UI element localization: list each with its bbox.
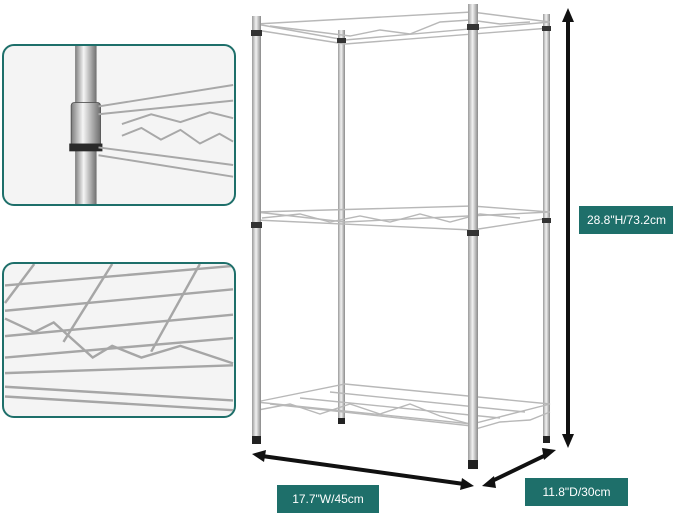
back-right-pole bbox=[543, 14, 550, 440]
wire-shelf-closeup-inset bbox=[2, 262, 236, 418]
width-dimension-label: 17.7"W/45cm bbox=[277, 485, 379, 513]
pole-clip-closeup-image bbox=[69, 46, 234, 204]
pole-clips bbox=[251, 24, 551, 236]
top-shelf bbox=[255, 11, 551, 45]
middle-shelf bbox=[255, 205, 551, 231]
depth-dimension-label: 11.8"D/30cm bbox=[525, 478, 628, 506]
depth-arrow bbox=[482, 448, 556, 488]
leveling-feet bbox=[252, 418, 550, 469]
bottom-shelf bbox=[255, 383, 551, 431]
height-arrow bbox=[562, 8, 574, 448]
width-arrow bbox=[252, 450, 474, 490]
pole-clip-closeup-inset bbox=[2, 44, 236, 206]
back-left-pole bbox=[338, 30, 345, 422]
height-dimension-label: 28.8"H/73.2cm bbox=[579, 206, 673, 234]
wire-shelf-closeup-image bbox=[4, 264, 234, 412]
